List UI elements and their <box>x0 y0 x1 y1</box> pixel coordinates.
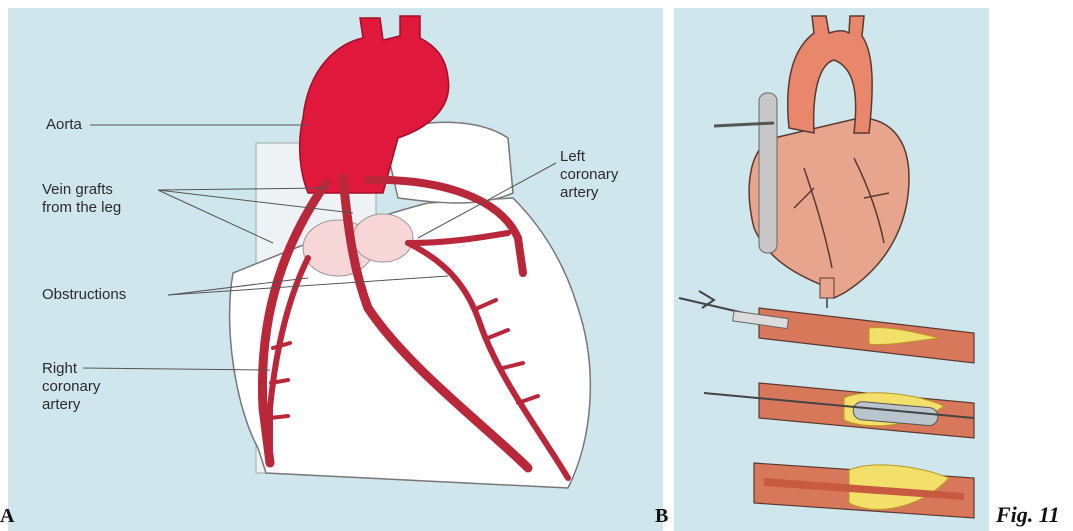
ivc-stub <box>820 278 834 298</box>
panel-b-angioplasty-diagram <box>674 8 989 531</box>
panel-letter-b: B <box>655 505 668 528</box>
label-vein-grafts: Vein grafts from the leg <box>42 181 121 217</box>
panel-a-bypass-diagram: Aorta Vein grafts from the leg Left coro… <box>8 8 663 531</box>
panel-letter-a: A <box>0 505 14 528</box>
aortic-arch-b <box>788 16 872 133</box>
label-left-coronary-artery: Left coronary artery <box>560 148 618 202</box>
label-right-coronary-artery: Right coronary artery <box>42 360 100 414</box>
venous-cannula <box>759 93 777 253</box>
label-obstructions: Obstructions <box>42 286 126 304</box>
label-aorta: Aorta <box>46 116 82 134</box>
left-atrium <box>353 214 413 262</box>
bypass-heart-illustration <box>8 8 663 531</box>
vessel-1 <box>759 308 974 363</box>
angioplasty-illustration <box>674 8 989 531</box>
figure-label: Fig. 11 <box>996 502 1060 528</box>
